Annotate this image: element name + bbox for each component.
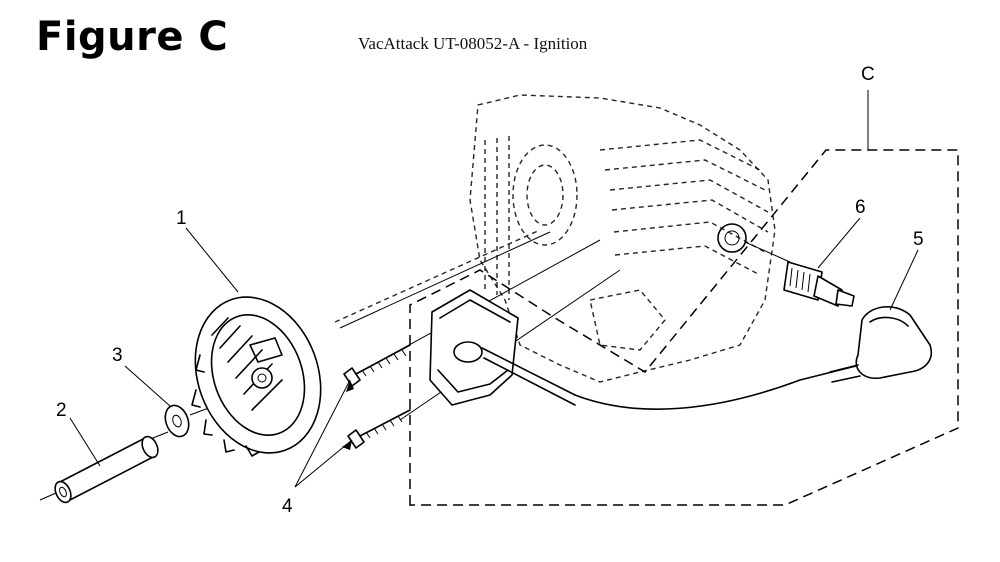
engine-block-ghost — [469, 94, 776, 383]
figure-label: Figure C — [36, 14, 229, 60]
assembly-c-boundary — [409, 90, 959, 506]
callout-5: 5 — [913, 229, 924, 250]
sleeve-part — [39, 435, 159, 504]
callout-3: 3 — [112, 345, 123, 366]
callout-4: 4 — [282, 496, 293, 517]
flywheel-part — [191, 296, 322, 457]
callout-1: 1 — [176, 208, 187, 229]
spark-plug-part — [783, 261, 855, 307]
washer-part — [164, 404, 190, 438]
callout-6: 6 — [855, 197, 866, 218]
screw-parts — [343, 344, 411, 449]
diagram-title: VacAttack UT-08052-A - Ignition — [358, 34, 588, 53]
callout-2: 2 — [56, 400, 67, 421]
ignition-module — [429, 289, 861, 410]
spark-plug-boot-part — [829, 306, 932, 383]
callout-c: C — [861, 64, 875, 85]
leader-lines — [69, 217, 919, 488]
arrowheads — [342, 380, 354, 450]
